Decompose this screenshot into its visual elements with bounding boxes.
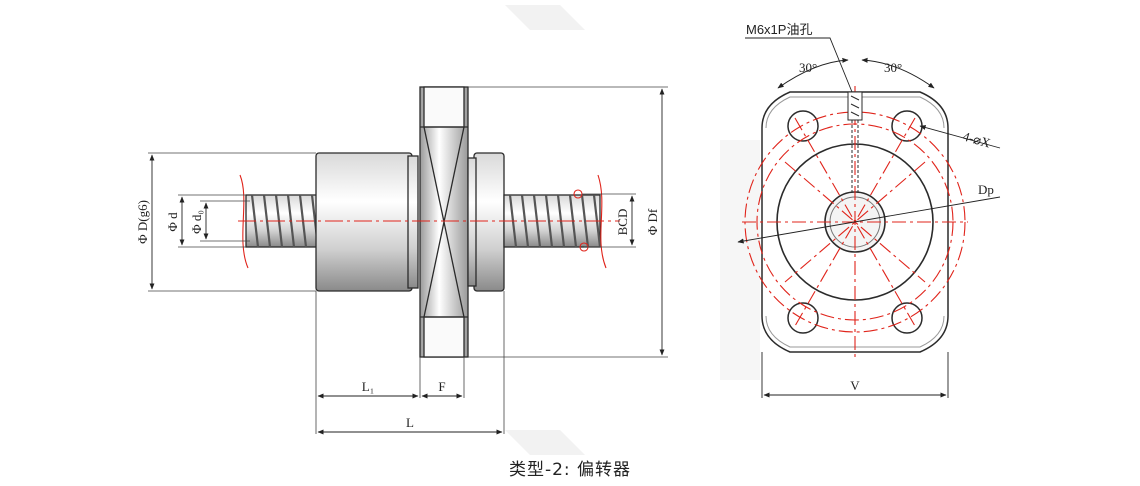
oil-hole bbox=[847, 91, 863, 194]
label-dim-L: L bbox=[406, 415, 414, 430]
label-dim-d: Φ d bbox=[165, 212, 180, 232]
label-angle-right: 30° bbox=[884, 60, 902, 75]
label-holes: 4-⌀X bbox=[961, 128, 993, 150]
label-angle-left: 30° bbox=[799, 60, 817, 75]
label-oil-hole: M6x1P油孔 bbox=[746, 22, 812, 37]
label-dp: Dp bbox=[978, 182, 994, 197]
flange bbox=[419, 86, 469, 358]
label-width-V: V bbox=[850, 378, 860, 393]
nut-body bbox=[315, 152, 413, 292]
label-dim-d0: Φ d₀ bbox=[189, 210, 204, 234]
end-view bbox=[737, 37, 1001, 398]
deflector-ring bbox=[473, 152, 505, 292]
label-dim-D: Φ D(g6) bbox=[135, 200, 150, 244]
side-view bbox=[148, 86, 668, 435]
label-dim-Df: Φ Df bbox=[645, 208, 660, 235]
figure-caption: 类型-2: 偏转器 bbox=[508, 460, 632, 480]
watermark-logo bbox=[505, 5, 760, 455]
label-dim-L1: L₁ bbox=[362, 379, 374, 394]
label-dim-BCD: BCD bbox=[615, 209, 630, 236]
label-dim-F: F bbox=[438, 379, 445, 394]
